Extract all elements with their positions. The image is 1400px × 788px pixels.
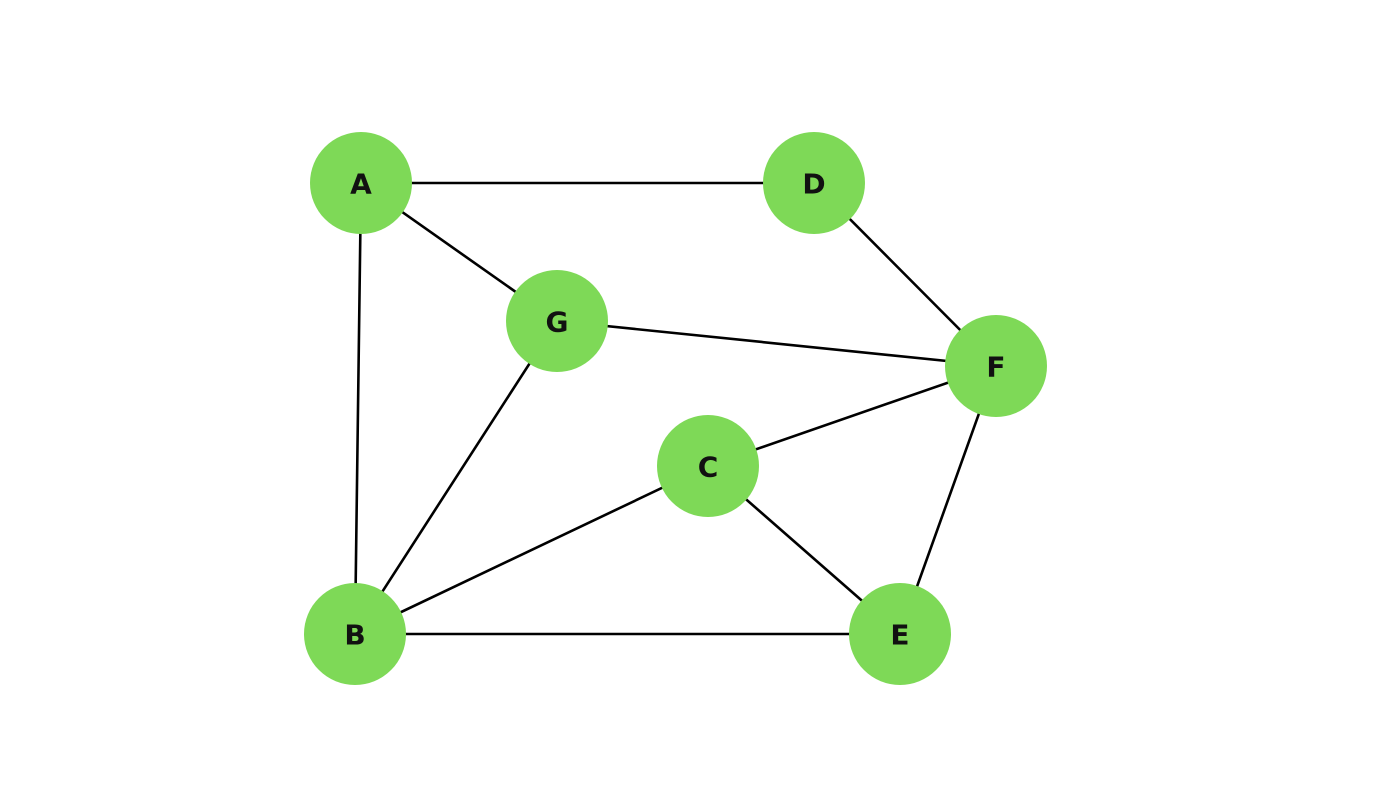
node-circle	[945, 315, 1047, 417]
node-label: C	[698, 451, 719, 484]
node-g: G	[506, 270, 608, 372]
nodes-layer: A D G F C B E	[304, 132, 1047, 685]
edge-g-f	[555, 319, 998, 368]
node-f: F	[945, 315, 1047, 417]
edge-c-b	[353, 464, 710, 636]
node-a: A	[310, 132, 412, 234]
node-circle	[657, 415, 759, 517]
node-circle	[763, 132, 865, 234]
edge-g-b	[353, 319, 559, 636]
node-label: E	[890, 619, 909, 652]
node-d: D	[763, 132, 865, 234]
node-label: F	[986, 351, 1005, 384]
node-b: B	[304, 583, 406, 685]
node-label: A	[350, 168, 372, 201]
edges-layer	[353, 181, 998, 636]
node-circle	[506, 270, 608, 372]
node-label: D	[802, 168, 825, 201]
node-e: E	[849, 583, 951, 685]
node-label: B	[344, 619, 365, 652]
node-c: C	[657, 415, 759, 517]
node-label: G	[546, 306, 569, 339]
node-circle	[310, 132, 412, 234]
edge-a-b	[353, 181, 363, 636]
node-circle	[849, 583, 951, 685]
node-circle	[304, 583, 406, 685]
